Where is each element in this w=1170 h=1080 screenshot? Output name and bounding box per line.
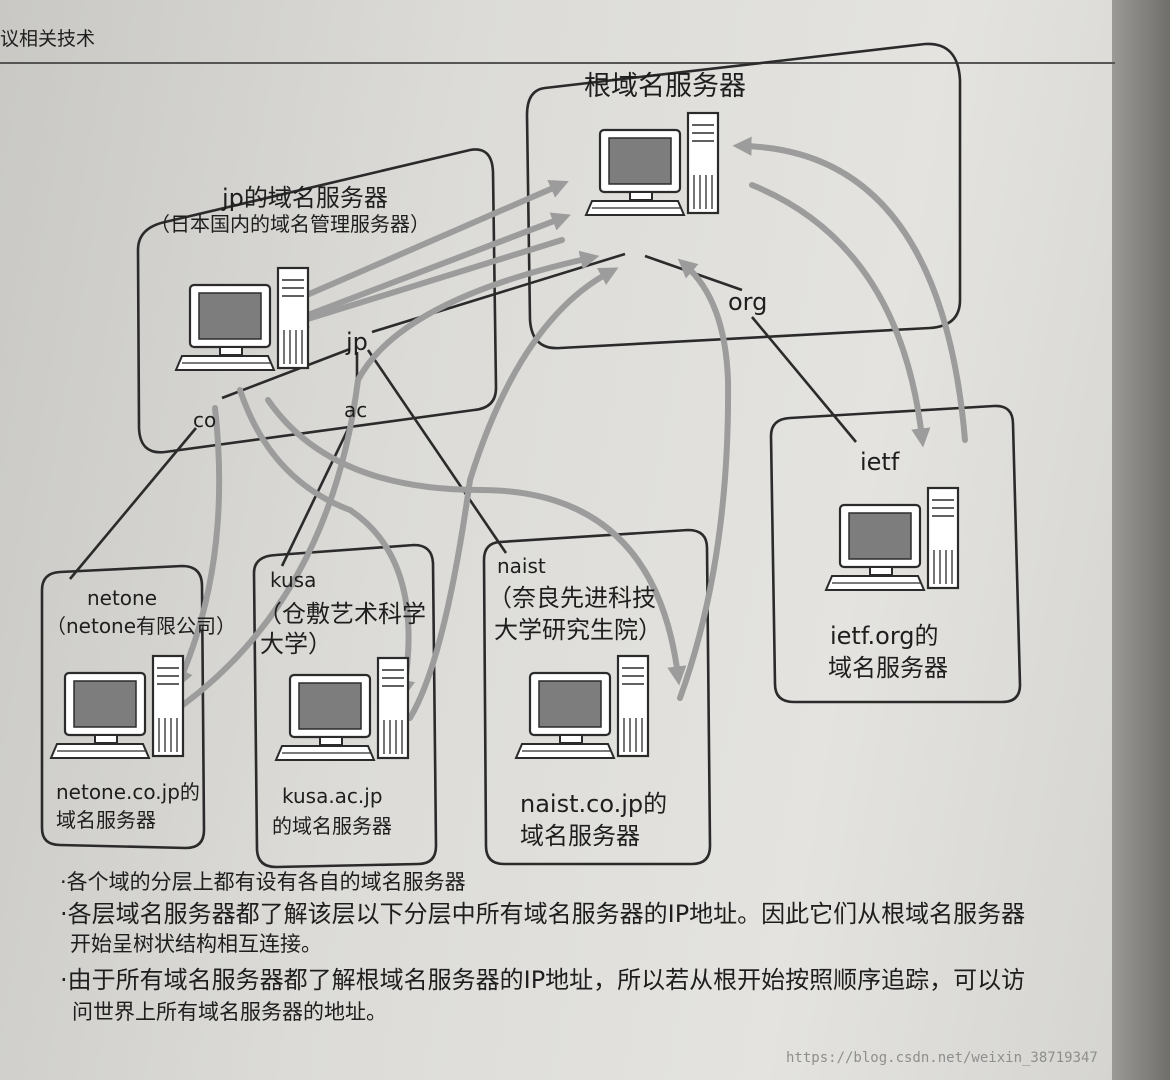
kusa-caption-2: 的域名服务器 xyxy=(272,814,392,838)
query-arrows xyxy=(173,136,968,721)
arrow-jp-to-root-1 xyxy=(297,180,569,301)
note-2-line-1: ·各层域名服务器都了解该层以下分层中所有域名服务器的IP地址。因此它们从根域名服… xyxy=(60,900,1026,928)
ietf-box xyxy=(769,404,1022,704)
kusa-desc-2: 大学） xyxy=(260,630,332,658)
arrow-root-to-ietf xyxy=(749,182,931,448)
note-3-line-1: ·由于所有域名服务器都了解根域名服务器的IP地址，所以若从根开始按照顺序追踪，可… xyxy=(60,966,1026,994)
netone-server-computer xyxy=(49,654,185,760)
page-edge xyxy=(1112,0,1170,1080)
line-co-netone xyxy=(69,427,197,580)
arrow-root-to-jp xyxy=(288,237,565,329)
ietf-caption-2: 域名服务器 xyxy=(828,654,948,682)
ietf-caption-1: ietf.org的 xyxy=(830,622,939,650)
page-header: 议相关技术 xyxy=(0,28,96,50)
jp-server-subtitle: （日本国内的域名管理服务器） xyxy=(150,212,430,236)
netone-desc: （netone有限公司） xyxy=(46,614,237,638)
arrow-jp-to-naist xyxy=(265,397,687,686)
line-org-ietf xyxy=(751,316,857,443)
arrow-jp-to-kusa xyxy=(237,387,416,700)
edge-label-ietf: ietf xyxy=(860,448,900,476)
note-1: ·各个域的分层上都有设有各自的域名服务器 xyxy=(60,870,466,894)
kusa-server-computer xyxy=(274,656,410,762)
line-jp-root xyxy=(371,252,626,334)
header-rule xyxy=(0,62,1115,64)
netone-name: netone xyxy=(86,586,158,610)
naist-caption-1: naist.co.jp的 xyxy=(520,790,668,818)
jp-server-computer xyxy=(174,266,310,372)
note-3-line-2: 问世界上所有域名服务器的地址。 xyxy=(72,1000,387,1024)
watermark: https://blog.csdn.net/weixin_38719347 xyxy=(786,1050,1098,1066)
naist-name: naist xyxy=(497,554,546,578)
kusa-caption-1: kusa.ac.jp xyxy=(282,784,383,808)
root-server-box xyxy=(525,42,962,350)
edge-label-ac: ac xyxy=(344,398,368,422)
naist-desc-2: 大学研究生院） xyxy=(494,616,662,644)
naist-desc-1: （奈良先进科技 xyxy=(488,584,656,612)
root-server-computer xyxy=(584,111,720,217)
ietf-server-computer xyxy=(824,486,960,592)
jp-server-box xyxy=(136,148,498,454)
line-jp-co xyxy=(221,347,351,400)
naist-box xyxy=(482,528,712,866)
root-server-title: 根域名服务器 xyxy=(584,71,746,102)
arrow-ietf-to-root xyxy=(732,136,968,443)
kusa-box xyxy=(252,543,438,869)
netone-caption-2: 域名服务器 xyxy=(56,808,156,832)
arrow-co-to-netone xyxy=(175,405,223,689)
line-jp-naist xyxy=(366,349,508,554)
arrow-kusa-to-root xyxy=(407,267,619,721)
jp-server-title: jp的域名服务器 xyxy=(222,184,388,212)
naist-server-computer xyxy=(514,654,650,760)
netone-box xyxy=(40,564,206,850)
note-2-line-2: 开始呈树状结构相互连接。 xyxy=(70,932,322,956)
kusa-desc-1: （仓敷艺术科学 xyxy=(258,600,426,628)
kusa-name: kusa xyxy=(270,568,317,592)
arrow-naist-to-root xyxy=(677,258,732,701)
arrow-jp-to-root-2 xyxy=(297,212,571,321)
naist-caption-2: 域名服务器 xyxy=(520,822,640,850)
netone-caption-1: netone.co.jp的 xyxy=(56,780,200,804)
edge-label-jp: jp xyxy=(346,328,368,356)
edge-label-org: org xyxy=(728,288,768,316)
edge-label-co: co xyxy=(193,408,217,432)
arrow-netone-to-root xyxy=(173,250,600,713)
